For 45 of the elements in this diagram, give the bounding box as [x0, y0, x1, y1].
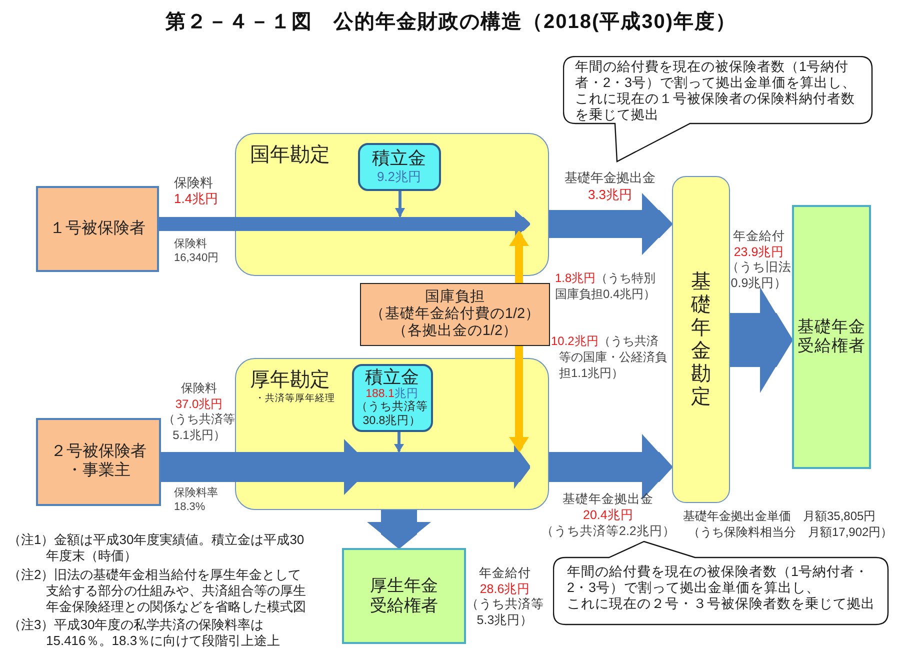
subsidy-box: [360, 283, 550, 346]
block-arrow: [549, 193, 672, 255]
arrow: [509, 346, 529, 452]
arrow: [394, 432, 404, 452]
subsidy-text: （基礎年金給付費の1/2）: [370, 306, 540, 323]
reserve-box: [358, 142, 440, 190]
panel-title: 厚年勘定: [250, 368, 330, 392]
contributor-box: １号被保険者: [36, 186, 159, 272]
arrow: [395, 191, 405, 217]
reserve-amount: 9.2兆円: [376, 169, 422, 185]
side-note: 年金給付28.6兆円（うち共済等5.3兆円）: [466, 566, 544, 628]
reserve-amount: 188.1兆円（うち共済等30.8兆円）: [356, 388, 428, 428]
diagram-title: 第２－４－１図 公的年金財政の構造（2018(平成30)年度）: [166, 10, 737, 35]
note-text: （注2）旧法の基礎年金相当給付を厚生年金として支給する部分の仕組みや、共済組合等の厚生年金保険経理との関係などを省略した模式図: [8, 567, 306, 615]
arrow: [509, 231, 529, 283]
amount-label: 保険料率18.3%: [174, 486, 218, 514]
reserve-title: 積立金: [365, 366, 419, 388]
subsidy-title: 国庫負担: [425, 288, 485, 306]
beneficiary-box: 厚生年金受給権者: [342, 548, 466, 644]
speech-bubble: [553, 541, 889, 626]
panel-title: 国年勘定: [250, 143, 330, 167]
block-arrow: [549, 434, 672, 500]
subsidy-text: （各拠出金の1/2）: [392, 323, 518, 340]
arrow: [159, 210, 530, 238]
account-panel: [235, 133, 549, 276]
amount-label: 保険料16,340円: [174, 237, 219, 265]
callout-text: 年間の給付費を現在の被保険者数（1号納付者・2・3号）で割って拠出金単価を算出し、これに現在の２号・３号被保険者数を乗じて拠出: [567, 564, 875, 612]
edge-label: 保険料1.4兆円: [174, 175, 218, 207]
side-note: （うち保険料相当分 月額17,902円）: [688, 525, 893, 540]
account-bar: 基礎年金勘定: [672, 176, 730, 503]
edge-label: 基礎年金拠出金3.3兆円: [564, 169, 656, 203]
reserve-box: [352, 364, 432, 432]
edge-label: 保険料37.0兆円（うち共済等5.1兆円）: [163, 381, 235, 443]
beneficiary-box: 基礎年金受給権者: [792, 205, 871, 469]
panel-subtitle: ・共済等厚年経理: [255, 393, 335, 404]
speech-bubble: [563, 56, 873, 163]
contributor-box: ２号被保険者・事業主: [36, 418, 161, 506]
edge-label: 10.2兆円（うち共済等の国庫・公経済負担1.1兆円）: [551, 333, 667, 381]
callout-text: 年間の給付費を現在の被保険者数（1号納付者・2・3号）で割って拠出金単価を算出し、これに現在の１号被保険者の保険料納付者数を乗じて拠出: [575, 59, 856, 123]
note-text: （注1）金額は平成30年度実績値。積立金は平成30年度末（時価）: [8, 532, 304, 564]
block-arrow: [367, 510, 431, 548]
note-text: （注3）平成30年度の私学共済の保険料率は15.416％。18.3％に向けて段階引上途上: [8, 617, 280, 649]
reserve-title: 積立金: [372, 148, 426, 170]
edge-label: 1.8兆円（うち特別国庫負担0.4兆円）: [555, 270, 656, 302]
side-note: 基礎年金拠出金単価 月額35,805円: [683, 509, 876, 524]
